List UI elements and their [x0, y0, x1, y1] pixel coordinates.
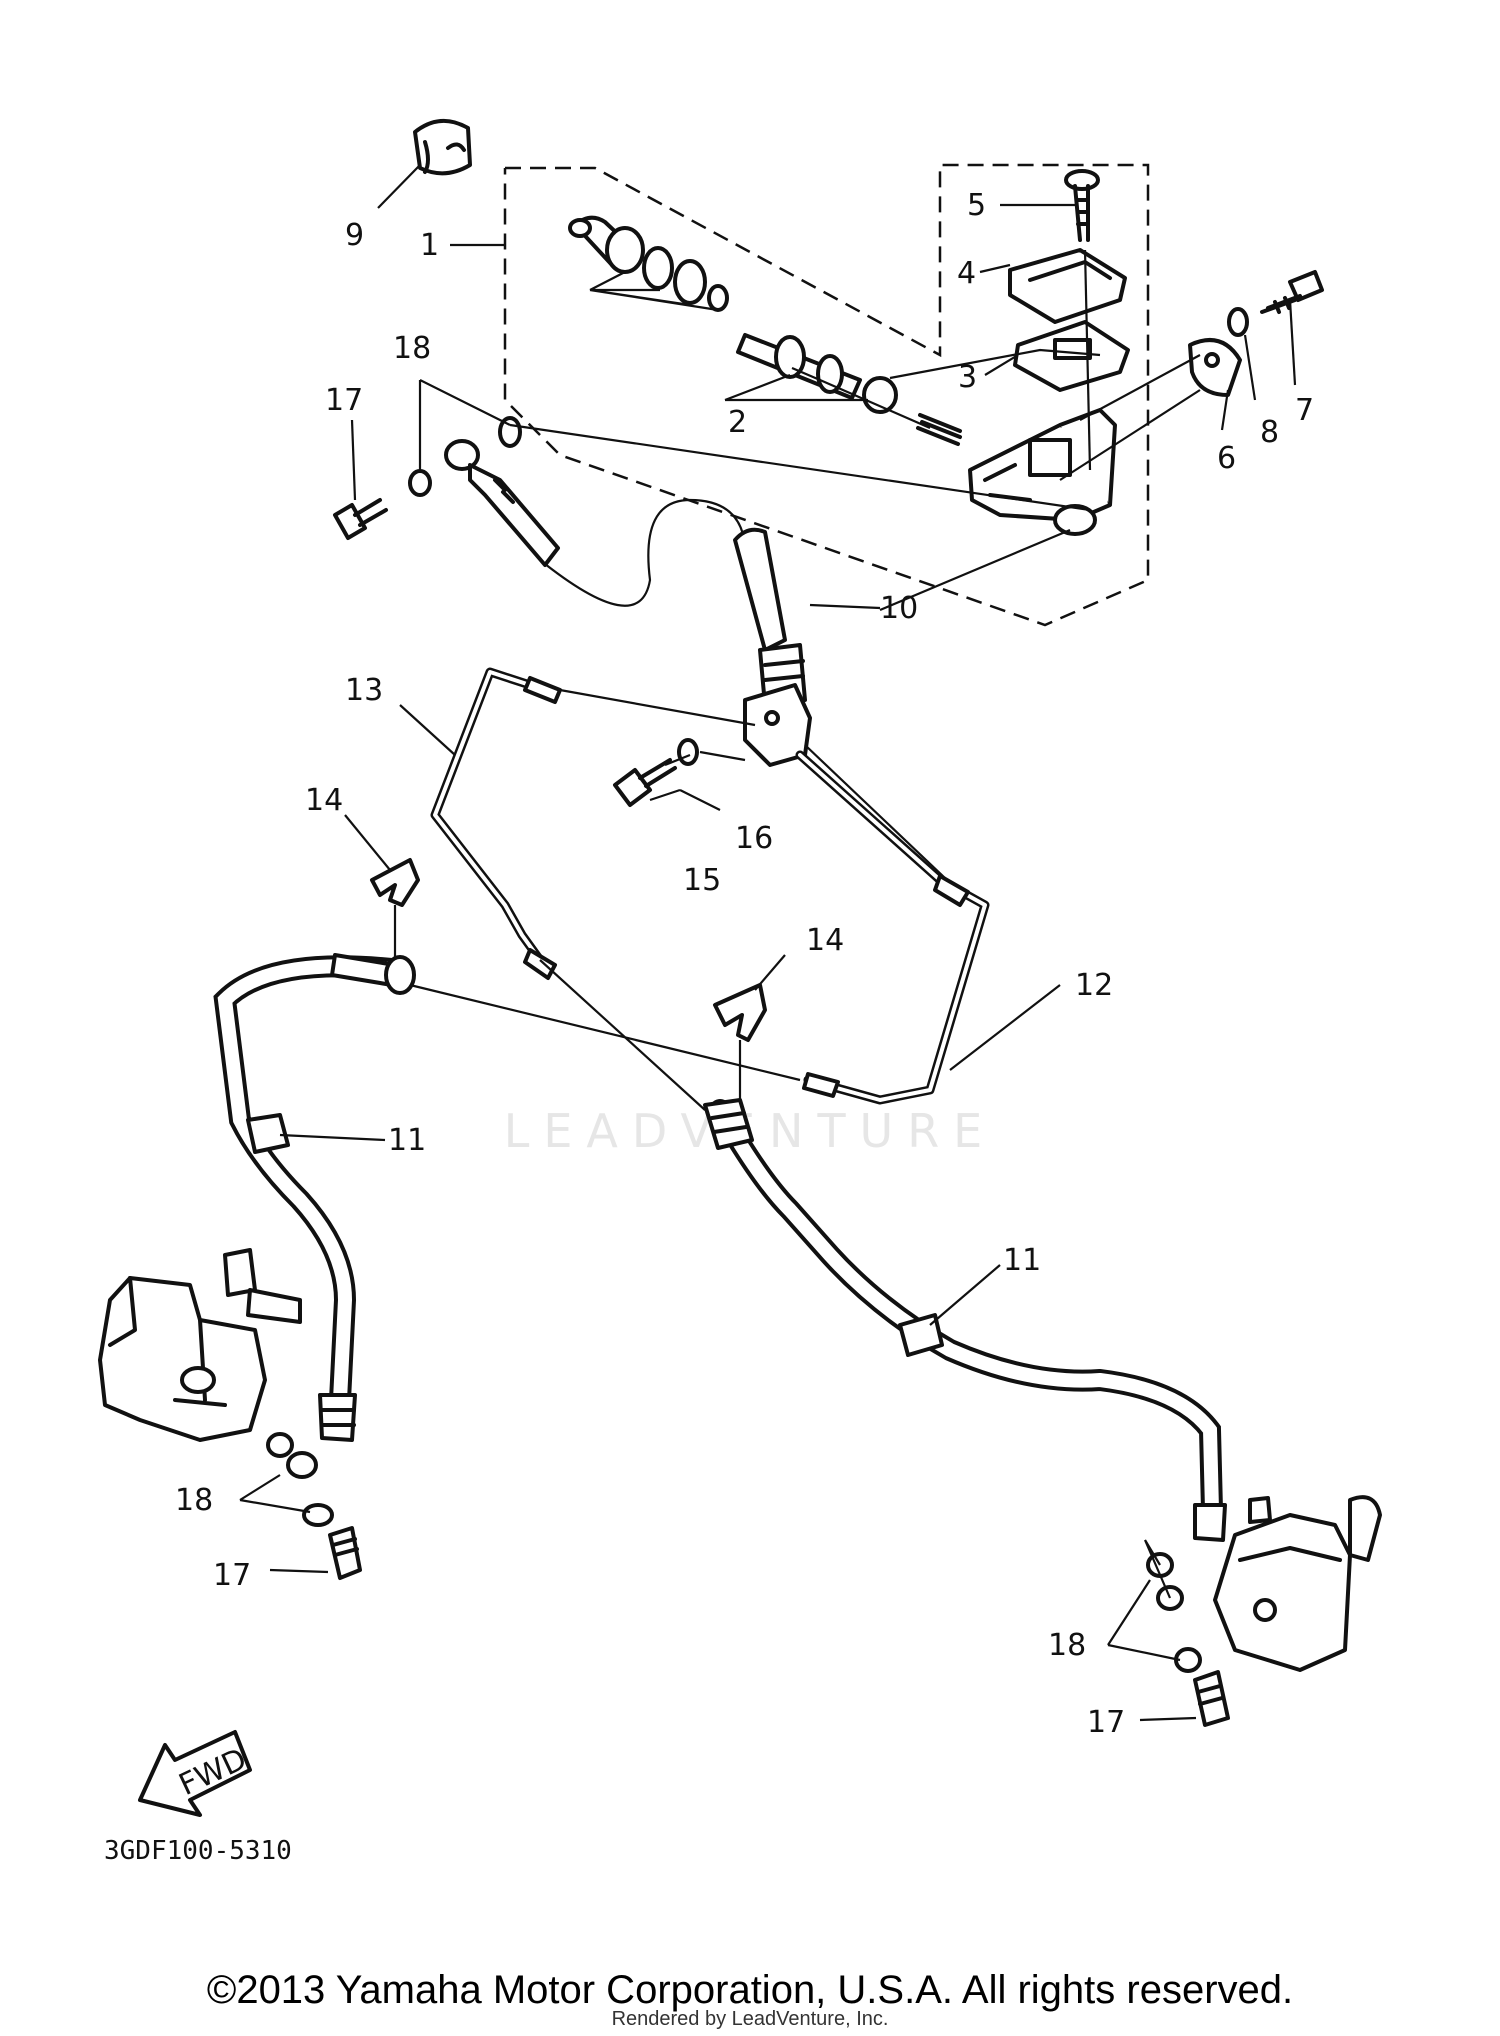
part-1-piston-kit: [568, 215, 729, 312]
callout-16: 16: [735, 821, 773, 856]
left-brake-caliper: [98, 1248, 302, 1458]
callout-14b: 14: [806, 923, 844, 958]
part-7-bolt: [1260, 270, 1324, 314]
callout-8: 8: [1260, 415, 1279, 450]
part-13-brake-pipe: [430, 667, 562, 980]
part-10-hose: [539, 498, 807, 707]
callout-17b: 17: [213, 1558, 251, 1593]
part-12-brake-pipe: [795, 750, 990, 1105]
part-17-left-bolt: [328, 1526, 362, 1580]
part-17-top-bolt: [333, 498, 388, 540]
part-8-washer: [1227, 307, 1249, 337]
callout-9: 9: [345, 218, 364, 253]
callout-17c: 17: [1087, 1705, 1125, 1740]
right-brake-caliper: [1213, 1495, 1382, 1672]
part-6-clamp: [1188, 338, 1242, 397]
callout-12: 12: [1075, 968, 1113, 1003]
callout-11b: 11: [1003, 1243, 1041, 1278]
rendered-by-notice: Rendered by LeadVenture, Inc.: [611, 2008, 889, 2030]
part-11-hose-right: [703, 1098, 1227, 1542]
callout-18c: 18: [1048, 1628, 1086, 1663]
leader-lines: [239, 164, 1297, 1722]
master-cylinder-body: [968, 408, 1117, 536]
part-9-cap: [413, 119, 472, 176]
callout-6: 6: [1217, 441, 1236, 476]
upper-banjo-fitting: [444, 439, 560, 567]
part-14-clip-left: [370, 858, 420, 907]
callout-labels: 9 1 5 4 3 7 8 6 18 17 2 10 13 16 15 14 1…: [175, 188, 1314, 1740]
callout-17a: 17: [325, 383, 363, 418]
part-2-piston: [736, 333, 962, 446]
part-14-clip-right: [713, 983, 767, 1042]
callout-10: 10: [880, 591, 918, 626]
part-16-washer: [677, 738, 699, 766]
callout-5: 5: [967, 188, 986, 223]
callout-2: 2: [728, 405, 747, 440]
callout-14a: 14: [305, 783, 343, 818]
callout-15: 15: [683, 863, 721, 898]
diagram-part-number: 3GDF100-5310: [104, 1836, 292, 1866]
callout-3: 3: [958, 360, 977, 395]
part-3-diaphragm: [1013, 320, 1130, 392]
callout-18a: 18: [393, 331, 431, 366]
callout-13: 13: [345, 673, 383, 708]
copyright-notice: ©2013 Yamaha Motor Corporation, U.S.A. A…: [206, 1968, 1294, 2012]
callout-11a: 11: [388, 1123, 426, 1158]
forward-arrow-icon: FWD: [138, 1730, 252, 1817]
part-5-screw: [1064, 169, 1100, 242]
part-15-bolt: [613, 758, 677, 807]
callout-7: 7: [1295, 393, 1314, 428]
part-18-top-washer-a: [408, 469, 432, 497]
part-11-hose-left: [213, 953, 416, 1479]
callout-18b: 18: [175, 1483, 213, 1518]
part-18-left-washer: [302, 1503, 334, 1527]
callout-1: 1: [420, 228, 439, 263]
callout-4: 4: [957, 256, 976, 291]
part-4-cover: [1008, 248, 1127, 324]
part-17-right-bolt: [1193, 1670, 1230, 1727]
